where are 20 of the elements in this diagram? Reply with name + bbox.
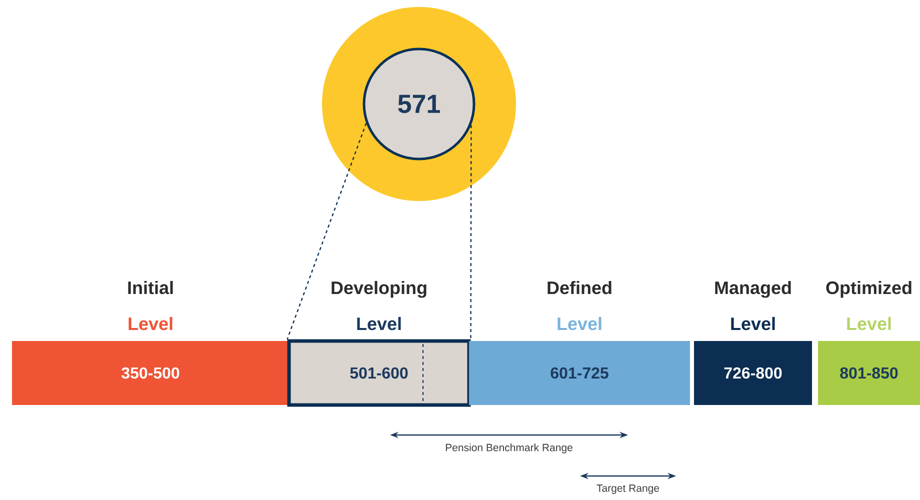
level-segment: 601-725 Defined Level — [469, 280, 690, 405]
node-label: Level — [357, 316, 401, 330]
node-label: Optimized — [826, 280, 912, 298]
node-label: Managed — [715, 280, 791, 298]
level-segment: 726-800 Managed Level — [694, 280, 812, 405]
range-label: Target Range — [596, 484, 660, 494]
level-segment: 350-500 Initial Level — [12, 280, 289, 405]
node-label: Level — [128, 316, 172, 330]
dashed-leader-line — [470, 125, 472, 340]
node-label: Level — [847, 316, 891, 330]
range-label: Pension Benchmark Range — [446, 444, 572, 454]
node-label: Defined — [548, 280, 612, 294]
node-label: Initial — [128, 280, 173, 294]
dashed-leader-line — [286, 123, 367, 340]
level-segment: 501-600 Developing Level — [287, 280, 471, 407]
node-label: Level — [731, 316, 775, 330]
score-badge: 571 — [322, 7, 516, 201]
node-label: Developing — [332, 280, 426, 298]
level-segment: 801-850 Optimized Level — [818, 280, 920, 405]
node-label: Level — [558, 316, 602, 330]
